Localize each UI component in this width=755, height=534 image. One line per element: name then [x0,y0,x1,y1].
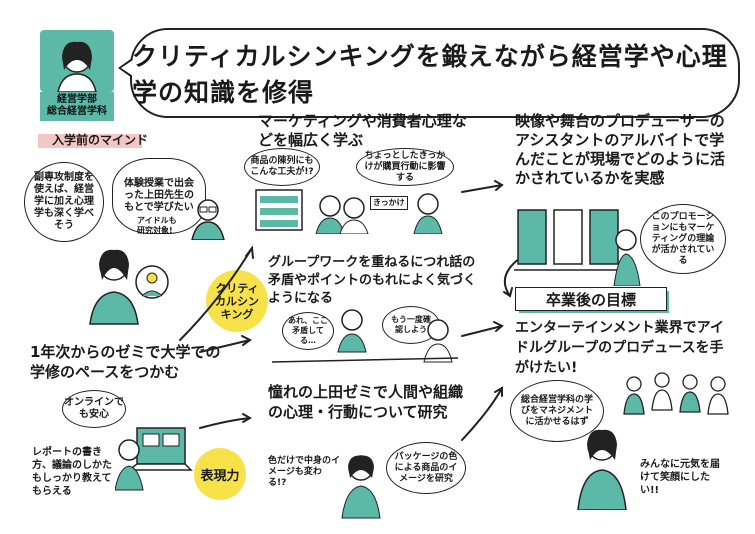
first-year-seminar-text: 1年次からのゼミで大学での学修のペースをつかむ [30,343,221,381]
title-bubble: クリティカルシンキングを鍛えながら経営学や心理学の知識を修得 [130,28,740,118]
laptop-illustration [115,427,193,491]
goal-label: 卒業後の目標 [545,290,636,309]
arrowhead-intern-goal [503,287,513,298]
group-discussion-illustration [271,309,459,363]
arrowhead-marketing [245,245,254,259]
arrowhead-seminar [242,413,253,423]
arrow-to-seminar [199,417,251,429]
bubble-contradiction: あれ、ここ矛盾してる… [282,312,334,350]
bubble-trial-class: 体験授業で出会った上田先生のもとで学びたい [112,158,206,234]
department-label: 経営学部 総合経営学科 [40,92,114,121]
graduate-illustration [577,429,627,510]
arrowhead-group [241,335,252,346]
bubble-promotion: このプロモーションにもマーケティングの理論が活かされている [640,204,726,274]
intern-heading: 映像や舞台のプロデューサーのアシスタントのアルバイトで学んだことが現場でどのよう… [515,112,726,187]
arrowhead-seminar-up [494,386,503,397]
color-image-text: 色だけで中身のイメージも変わる!? [268,456,341,488]
expression-badge: 表現力 [194,448,246,500]
bubble-management: 総合経営学科の学びをマネジメントに活かせるはず [510,380,604,442]
expression-label: 表現力 [200,468,240,484]
department-line-1: 経営学部 [57,94,97,105]
student-thinking-illustration [89,249,169,325]
smile-text: みんなに元気を届けて笑顔にしたい!! [640,459,720,496]
bubble-package: パッケージの色による商品のイメージを研究 [386,442,466,494]
student-avatar-icon [57,41,97,93]
bubble-online-text: オンラインでも安心 [64,397,124,420]
promotion-screens-illustration [514,209,641,286]
main-title: クリティカルシンキングを鍛えながら経営学や心理学の知識を修得 [132,42,728,107]
bubble-management-text: 総合経営学科の学びをマネジメントに活かせるはず [520,394,593,427]
bubble-promotion-text: このプロモーションにもマーケティングの理論が活かされている [651,211,715,266]
bubble-contradiction-text: あれ、ここ矛盾してる… [287,316,329,345]
bubble-display-text: 商品の陳列にもこんな工夫が!? [250,156,314,177]
bubble-minor-system-text: 副専攻制度を使えば、経営学に加え心理学も深く学べそう [34,172,94,231]
trigger-tag: きっかけ [370,196,408,210]
groupwork-heading: グループワークを重ねるにつれ話の矛盾やポイントのもれによく気づくようになる [268,255,477,306]
goal-box: 卒業後の目標 [515,287,667,311]
arrowhead-intern [494,180,504,191]
critical-thinking-badge: クリティカルシンキング [206,270,268,332]
bubble-trial-class-text: 体験授業で出会った上田先生のもとで学びたい [124,178,194,213]
bubble-online: オンラインでも安心 [62,390,126,428]
arrow-to-goal [461,325,503,337]
arrow-seminar-up [461,387,503,441]
student-avatar-panel [40,30,114,93]
store-shelf-illustration [255,189,443,234]
critical-thinking-label: クリティカルシンキング [215,281,259,321]
bubble-purchase-text: ちょっとしたきっかけが購買行動に影響する [364,150,446,183]
bubble-minor-system: 副専攻制度を使えば、経営学に加え心理学も深く学べそう [24,162,104,242]
seminar-heading: 憧れの上田ゼミで人間や組織の心理・行動について研究 [268,383,464,421]
idol-tag: アイドルも研究対象! [137,216,177,235]
before-admission-header: 入学前のマインド [52,133,149,147]
goal-text: エンターテインメント業界でアイドルグループのプロデュースを手がけたい! [515,320,724,376]
bubble-display: 商品の陳列にもこんな工夫が!? [244,148,320,186]
title-tail-inner [121,60,133,76]
bubble-purchase: ちょっとしたきっかけが購買行動に影響する [356,148,454,186]
report-writing-text: レポートの書き方、議論のしかたもしっかり教えてもらえる [32,447,112,497]
bubble-package-text: パッケージの色による商品のイメージを研究 [394,451,458,484]
researcher-illustration [341,455,381,519]
bubble-confirm: もう一度確認しよう [382,306,440,344]
arrow-to-intern [461,184,503,193]
marketing-heading: マーケティングや消費者心理などを幅広く学ぶ [258,112,467,149]
bubble-confirm-text: もう一度確認しよう [391,315,431,334]
highlight-bar [38,134,142,148]
idol-group-illustration [623,372,729,415]
arrowhead-goal [493,321,504,332]
professor-illustration [191,199,225,240]
department-line-2: 総合経営学科 [47,106,107,117]
